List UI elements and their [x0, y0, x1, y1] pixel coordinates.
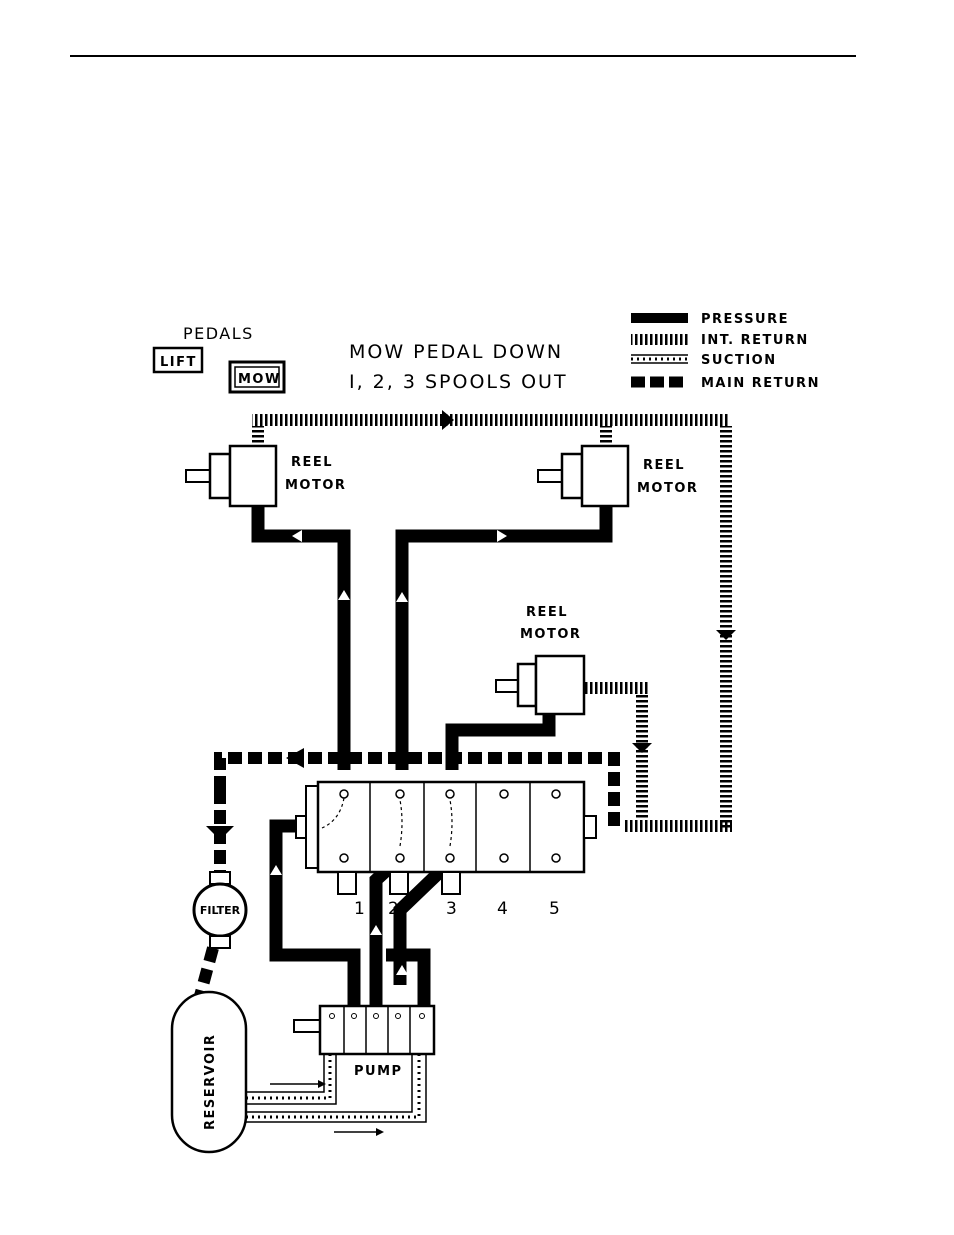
title-line-2: I, 2, 3 SPOOLS OUT — [349, 371, 568, 393]
title-line-1: MOW PEDAL DOWN — [349, 341, 563, 363]
reservoir: RESERVOIR — [172, 992, 246, 1152]
reel-motor-middle: REEL MOTOR — [496, 605, 584, 714]
spool-number-5: 5 — [549, 899, 560, 919]
svg-text:MOTOR: MOTOR — [520, 627, 581, 642]
suction-arrow-lower — [376, 1128, 384, 1136]
suction-arrow-upper — [318, 1080, 326, 1088]
reel-motor-left: REEL MOTOR — [186, 446, 346, 506]
svg-text:FILTER: FILTER — [200, 904, 241, 917]
legend-suction-swatch — [631, 355, 688, 363]
svg-text:REEL: REEL — [526, 605, 568, 620]
spool-number-1: 1 — [354, 899, 365, 919]
svg-text:REEL: REEL — [643, 458, 685, 473]
svg-text:REEL: REEL — [291, 455, 333, 470]
svg-text:MOTOR: MOTOR — [637, 481, 698, 496]
svg-text:RESERVOIR: RESERVOIR — [203, 1034, 218, 1130]
legend-int-return-label: INT. RETURN — [701, 333, 809, 348]
legend-suction-label: SUCTION — [701, 353, 777, 368]
legend-pressure-label: PRESSURE — [701, 312, 789, 327]
pedals-group: PEDALS LIFT MOW — [154, 324, 284, 392]
svg-text:MOTOR: MOTOR — [285, 478, 346, 493]
legend-main-return-label: MAIN RETURN — [701, 376, 820, 391]
spool-number-4: 4 — [497, 899, 508, 919]
spool-numbers: 1 2 3 4 5 — [354, 899, 560, 919]
main-return-arrow-down — [206, 826, 234, 840]
legend: PRESSURE INT. RETURN SUCTION MAIN RETURN — [631, 312, 820, 391]
filter: FILTER — [194, 872, 246, 948]
svg-text:PUMP: PUMP — [354, 1064, 403, 1079]
legend-int-return-swatch — [631, 334, 688, 345]
legend-pressure-swatch — [631, 313, 688, 323]
main-return-arrow-left — [286, 748, 304, 768]
mow-pedal-label: MOW — [238, 372, 281, 387]
spool-number-2: 2 — [388, 899, 399, 919]
int-return-lines — [252, 410, 736, 832]
spool-number-3: 3 — [446, 899, 457, 919]
pedals-heading: PEDALS — [183, 324, 254, 343]
lift-pedal-label: LIFT — [160, 355, 197, 370]
control-valve — [296, 782, 596, 894]
reel-motor-right: REEL MOTOR — [538, 446, 698, 506]
pump: PUMP — [294, 1006, 434, 1079]
